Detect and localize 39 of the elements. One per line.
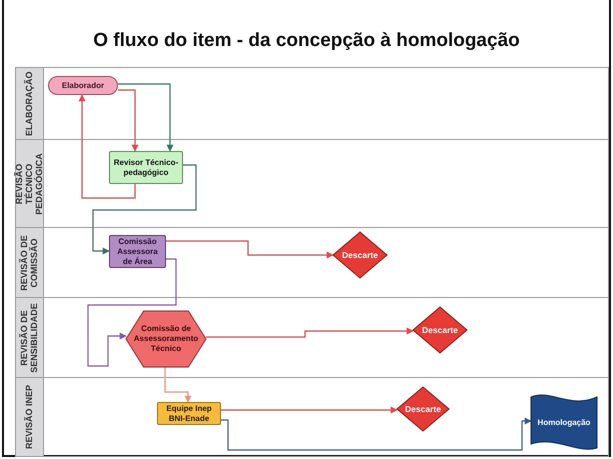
decision-diamond: [413, 307, 467, 353]
arrow: [118, 89, 138, 152]
arrow: [164, 367, 192, 403]
lane-label: REVISÃO TÉCNICO PEDAGÓGICA: [14, 152, 44, 216]
arrow: [221, 406, 398, 414]
arrow: [78, 94, 136, 199]
document-shape: [531, 395, 597, 450]
swimlane: [15, 139, 609, 228]
swimlane: [15, 377, 609, 457]
swimlane: [15, 297, 609, 378]
swimlane: [15, 227, 609, 298]
process-box: [109, 151, 183, 184]
decision-diamond: [397, 387, 449, 431]
node-label: Equipe Inep BNI-Enade: [165, 404, 213, 424]
process-box: [109, 235, 166, 268]
terminator-shape: [48, 76, 118, 95]
arrow: [166, 240, 334, 258]
node-label: Descarte: [342, 250, 378, 260]
node-label: Revisor Técnico-pedagógico: [112, 158, 180, 178]
arrow: [118, 83, 174, 152]
process-box: [157, 402, 221, 425]
node-label: Comissão Assessora de Área: [116, 236, 159, 266]
arrow: [92, 164, 197, 254]
decision-diamond: [333, 232, 387, 278]
lane-label: ELABORAÇÃO: [24, 72, 34, 136]
swimlane: [15, 67, 609, 140]
arrow: [221, 418, 532, 451]
node-label: Comissão de Assessoramento Técnico: [134, 324, 198, 354]
arrow: [206, 328, 414, 338]
title: O fluxo do item - da concepção à homologação: [92, 30, 521, 52]
lane-label: REVISÃO INEP: [24, 384, 34, 452]
hexagon-shape: [126, 311, 206, 367]
lane-label: REVISÃO DE SENSIBILIDADE: [20, 302, 40, 374]
arrow: [87, 258, 177, 367]
node-label: Descarte: [405, 404, 441, 414]
node-label: Elaborador: [62, 80, 104, 90]
node-label: Descarte: [422, 324, 458, 336]
node-label: Homologação: [538, 418, 590, 428]
lane-label: REVISÃO DE COMISSÃO: [20, 234, 40, 292]
